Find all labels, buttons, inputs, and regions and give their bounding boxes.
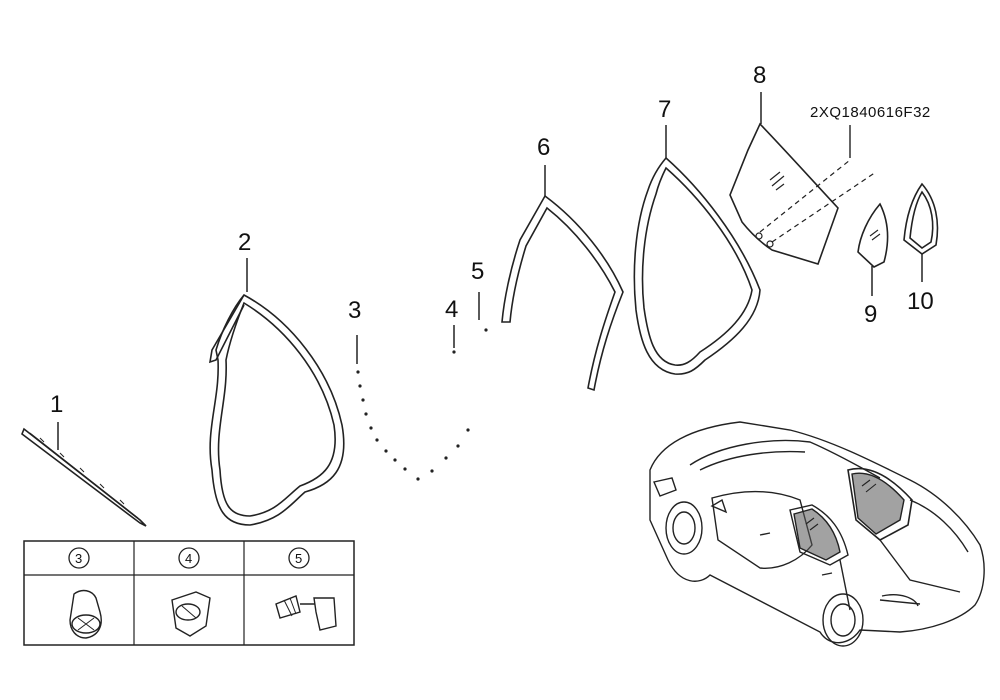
part-7-weatherstrip [633, 156, 761, 375]
callout-8: 8 [753, 62, 766, 89]
clip-3-badge [68, 547, 90, 569]
clip-4-badge [178, 547, 200, 569]
callout-1: 1 [50, 391, 63, 418]
callout-9: 9 [864, 301, 877, 328]
callout-6: 6 [537, 134, 550, 161]
part-3-clip-chain [356, 370, 470, 481]
part-5-clip [484, 328, 488, 332]
part-8-door-glass [729, 122, 877, 265]
part-1-belt-molding [21, 427, 147, 527]
clip-4-drawing [171, 591, 211, 637]
clip-3-number: 3 [75, 551, 82, 566]
callout-3: 3 [348, 297, 361, 324]
part-2-glass-run-seal [208, 293, 345, 526]
callout-7: 7 [658, 96, 671, 123]
part-10-quarter-frame [903, 182, 939, 255]
clip-5-drawing [275, 595, 337, 631]
callout-4: 4 [445, 296, 458, 323]
vehicle-location-view [649, 421, 985, 647]
part-6-glass-run-channel [501, 194, 624, 392]
clip-3-drawing [69, 589, 102, 639]
clip-5-badge [288, 547, 310, 569]
clip-reference-table: 3 4 5 [23, 540, 355, 646]
callout-10: 10 [907, 288, 934, 315]
callout-2: 2 [238, 229, 251, 256]
part-code-label: 2XQ1840616F32 [810, 104, 931, 121]
part-4-clip [452, 350, 456, 354]
part-9-quarter-glass [857, 202, 889, 268]
callout-5: 5 [471, 258, 484, 285]
clip-4-number: 4 [185, 551, 192, 566]
clip-5-number: 5 [295, 551, 302, 566]
